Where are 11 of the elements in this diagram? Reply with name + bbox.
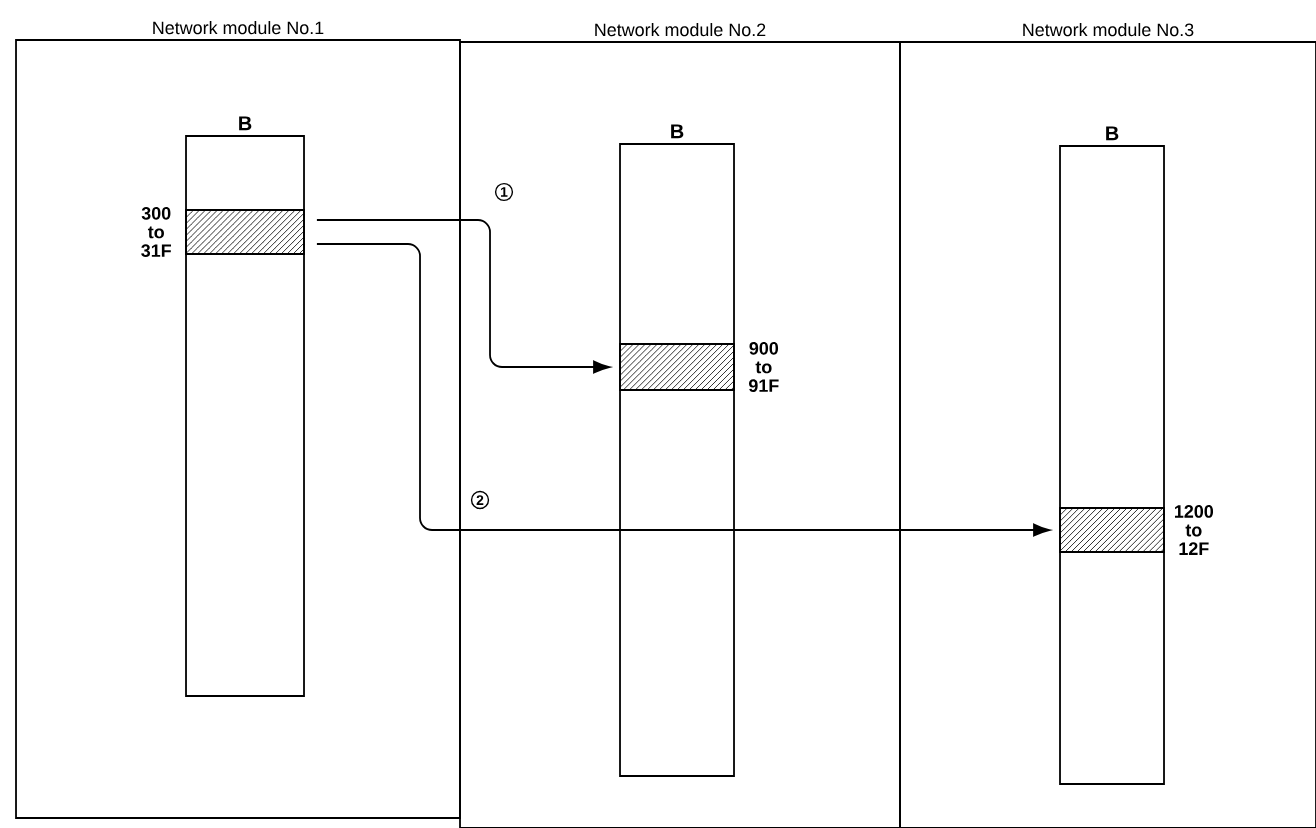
node-label: B (1106, 126, 1119, 141)
node-label: Network module No.2 (595, 23, 766, 37)
node-label: 1200 to 12F (1174, 505, 1214, 555)
node-label: 300 to 31F (141, 207, 172, 257)
node-label: 900 to 91F (748, 342, 779, 392)
node-label: B (239, 116, 252, 131)
arrow (316, 219, 611, 374)
node-label: Network module No.3 (1023, 23, 1194, 37)
arrow (316, 243, 1051, 537)
node-label: Network module No.1 (153, 21, 324, 35)
node-label: B (671, 124, 684, 139)
